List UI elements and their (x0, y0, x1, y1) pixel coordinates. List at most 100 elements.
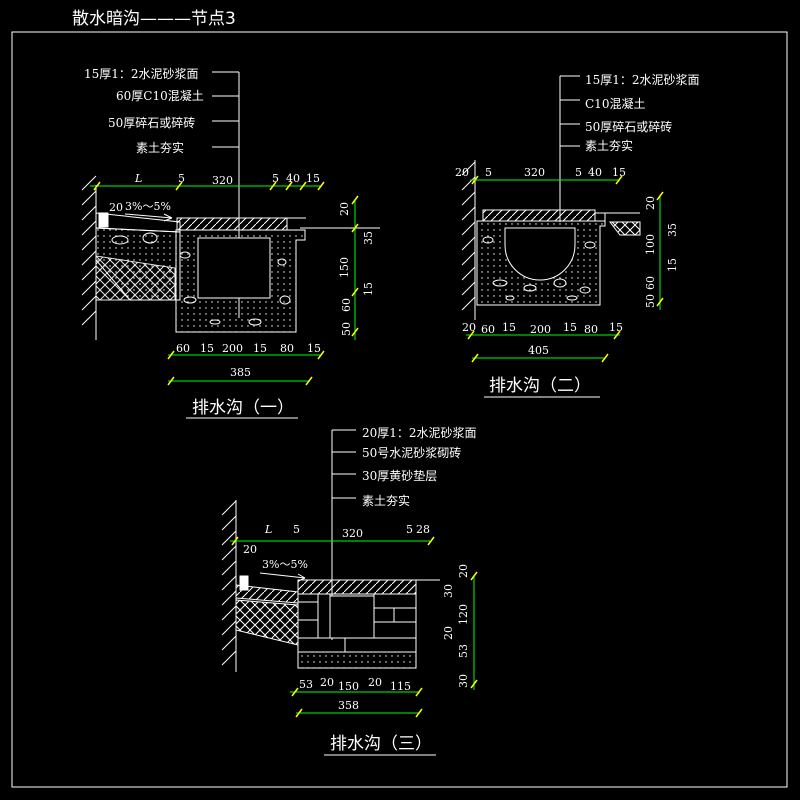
detail-1-channel-void (197, 237, 271, 299)
detail-2-layer-3: 50厚碎石或碎砖 (585, 119, 672, 134)
detail-1-dim-left: 20 (109, 201, 123, 214)
detail-2-dim-right-3: 100 (644, 234, 657, 255)
detail-2: 15厚1：2水泥砂浆面 C10混凝土 50厚碎石或碎砖 素土夯实 (455, 72, 700, 398)
detail-1-slope-arrow (124, 213, 173, 222)
detail-3-dim-right-2: 30 (442, 584, 455, 598)
detail-2-dim-top-4: 5 (575, 166, 582, 179)
detail-2-dim-bottom-3: 15 (502, 321, 516, 334)
detail-2-stones (482, 236, 596, 301)
detail-3-dim-left: 20 (243, 543, 257, 556)
detail-3-dim-L: L (264, 523, 272, 536)
detail-1-dim-bottom-1: 60 (176, 342, 190, 355)
detail-3-dim-right-4: 20 (442, 626, 455, 640)
detail-2-dim-right-6: 50 (644, 294, 657, 308)
detail-1-dim-right-6: 50 (340, 322, 353, 336)
detail-2-dim-bottom-6: 80 (584, 323, 598, 336)
detail-3-sand-bed (297, 651, 417, 669)
detail-1: 15厚1：2水泥砂浆面 60厚C10混凝土 50厚碎石或碎砖 素土夯实 (81, 66, 380, 419)
detail-1-dim-right-5: 60 (340, 298, 353, 312)
detail-3-layer-1: 20厚1：2水泥砂浆面 (362, 425, 477, 440)
detail-2-dim-top-3: 320 (524, 166, 545, 179)
detail-3-dim-bottom-2: 20 (320, 676, 334, 689)
detail-2-dim-top-2: 5 (485, 166, 492, 179)
drawing-frame (11, 31, 788, 788)
detail-1-dim-right-2: 35 (362, 231, 375, 245)
detail-1-dim-bottom-4: 15 (253, 342, 267, 355)
detail-3-dim-top-4: 28 (416, 523, 430, 536)
detail-2-dim-total: 405 (528, 344, 549, 357)
detail-3-layer-4: 素土夯实 (362, 493, 410, 508)
detail-3-channel-void (329, 595, 375, 639)
detail-1-layer-2: 60厚C10混凝土 (116, 88, 204, 103)
detail-1-dim-right-1: 20 (338, 202, 351, 216)
detail-1-dim-bottom-5: 80 (280, 342, 294, 355)
detail-2-layer-2: C10混凝土 (585, 96, 645, 111)
detail-3-base-brick (297, 637, 417, 653)
detail-3-dim-right-6: 30 (457, 674, 470, 688)
detail-2-dim-top-1: 20 (455, 166, 469, 179)
detail-1-layer-1: 15厚1：2水泥砂浆面 (84, 66, 199, 81)
detail-2-dim-right-4: 15 (666, 258, 679, 272)
detail-1-dim-bottom-6: 15 (307, 342, 321, 355)
detail-2-leader (559, 75, 580, 222)
detail-3-soil (235, 599, 299, 646)
detail-1-layer-3: 50厚碎石或碎砖 (108, 115, 195, 130)
detail-2-dim-bottom-4: 200 (530, 323, 551, 336)
dimension-ticks (93, 175, 664, 718)
drawing-title: 散水暗沟———节点3 (72, 9, 236, 29)
detail-1-dim-bottom-3: 200 (222, 342, 243, 355)
detail-2-dim-top-6: 15 (612, 166, 626, 179)
detail-3-cover-slab (297, 579, 417, 595)
detail-2-cover-slab (482, 209, 596, 222)
detail-1-stones (111, 232, 291, 326)
detail-1-dim-L: L (134, 172, 142, 185)
detail-2-layer-4: 素土夯实 (585, 138, 633, 153)
detail-3-layer-3: 30厚黄砂垫层 (362, 468, 437, 483)
detail-3-slope: 3%～5% (262, 558, 308, 571)
detail-3-layer-2: 50号水泥砂浆砌砖 (362, 445, 461, 460)
detail-2-dim-right-2: 35 (666, 223, 679, 237)
detail-1-dim-top-1: 5 (178, 172, 185, 185)
detail-1-dim-top-4: 40 (286, 172, 300, 185)
detail-2-dim-bottom-5: 15 (563, 321, 577, 334)
detail-2-caption: 排水沟（二） (489, 376, 591, 396)
detail-2-wall (461, 160, 476, 320)
detail-3-dim-bottom-3: 150 (338, 680, 359, 693)
detail-2-ground-hatch (608, 221, 641, 236)
detail-2-dim-bottom-7: 15 (609, 321, 623, 334)
detail-1-slope: 3%～5% (125, 200, 171, 213)
detail-1-dim-top-2: 320 (212, 174, 233, 187)
detail-1-dim-bottom-2: 15 (200, 342, 214, 355)
detail-3-dim-top-2: 320 (342, 527, 363, 540)
detail-2-dim-bottom-1: 20 (462, 321, 476, 334)
detail-1-dim-total: 385 (230, 366, 251, 379)
detail-1-caption: 排水沟（一） (192, 398, 294, 418)
detail-3-dim-right-3: 120 (457, 604, 470, 625)
detail-1-layer-4: 素土夯实 (136, 140, 184, 155)
detail-1-dim-top-5: 15 (306, 172, 320, 185)
detail-1-soil (95, 255, 176, 301)
detail-1-dim-right-4: 15 (362, 282, 375, 296)
detail-2-layer-1: 15厚1：2水泥砂浆面 (585, 72, 700, 87)
detail-2-channel-void (504, 227, 576, 281)
detail-3-dim-right-5: 53 (457, 644, 470, 658)
detail-3: 20厚1：2水泥砂浆面 50号水泥砂浆砌砖 30厚黄砂垫层 素土夯实 (221, 425, 477, 756)
detail-3-dim-bottom-4: 20 (368, 676, 382, 689)
detail-3-dim-bottom-5: 115 (390, 680, 411, 693)
detail-1-cover-slab (176, 217, 288, 231)
detail-3-dim-total: 358 (338, 699, 359, 712)
detail-3-dim-top-3: 5 (406, 523, 413, 536)
detail-3-slope-arrow (259, 572, 306, 582)
detail-2-dim-right-5: 60 (644, 276, 657, 290)
detail-3-dim-right-1: 20 (457, 564, 470, 578)
detail-2-dim-top-5: 40 (588, 166, 602, 179)
detail-3-dim-bottom-1: 53 (299, 678, 313, 691)
detail-1-dim-right-3: 150 (338, 257, 351, 278)
detail-2-dim-right-1: 20 (644, 196, 657, 210)
detail-2-dim-bottom-2: 60 (481, 323, 495, 336)
detail-3-caption: 排水沟（三） (330, 734, 432, 754)
detail-1-wall (81, 175, 109, 340)
detail-1-dim-top-3: 5 (272, 172, 279, 185)
detail-3-dim-top-1: 5 (293, 523, 300, 536)
